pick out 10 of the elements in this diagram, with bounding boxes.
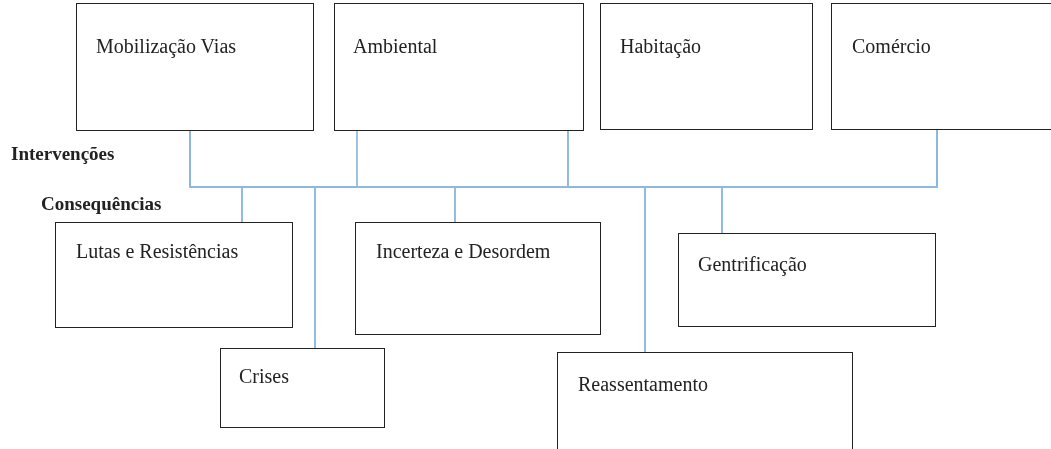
text-box: Habitação <box>600 3 813 130</box>
connector-line <box>721 129 938 234</box>
text-box: Gentrificação <box>678 233 936 327</box>
text-box: Incerteza e Desordem <box>355 222 601 335</box>
text-box: Reassentamento <box>557 352 853 449</box>
text-box: Ambiental <box>334 3 584 131</box>
text-box: Crises <box>220 348 385 428</box>
text-box: Lutas e Resistências <box>55 222 293 328</box>
text-box: Mobilização Vias <box>76 3 314 131</box>
text-box: Comércio <box>831 3 1051 130</box>
